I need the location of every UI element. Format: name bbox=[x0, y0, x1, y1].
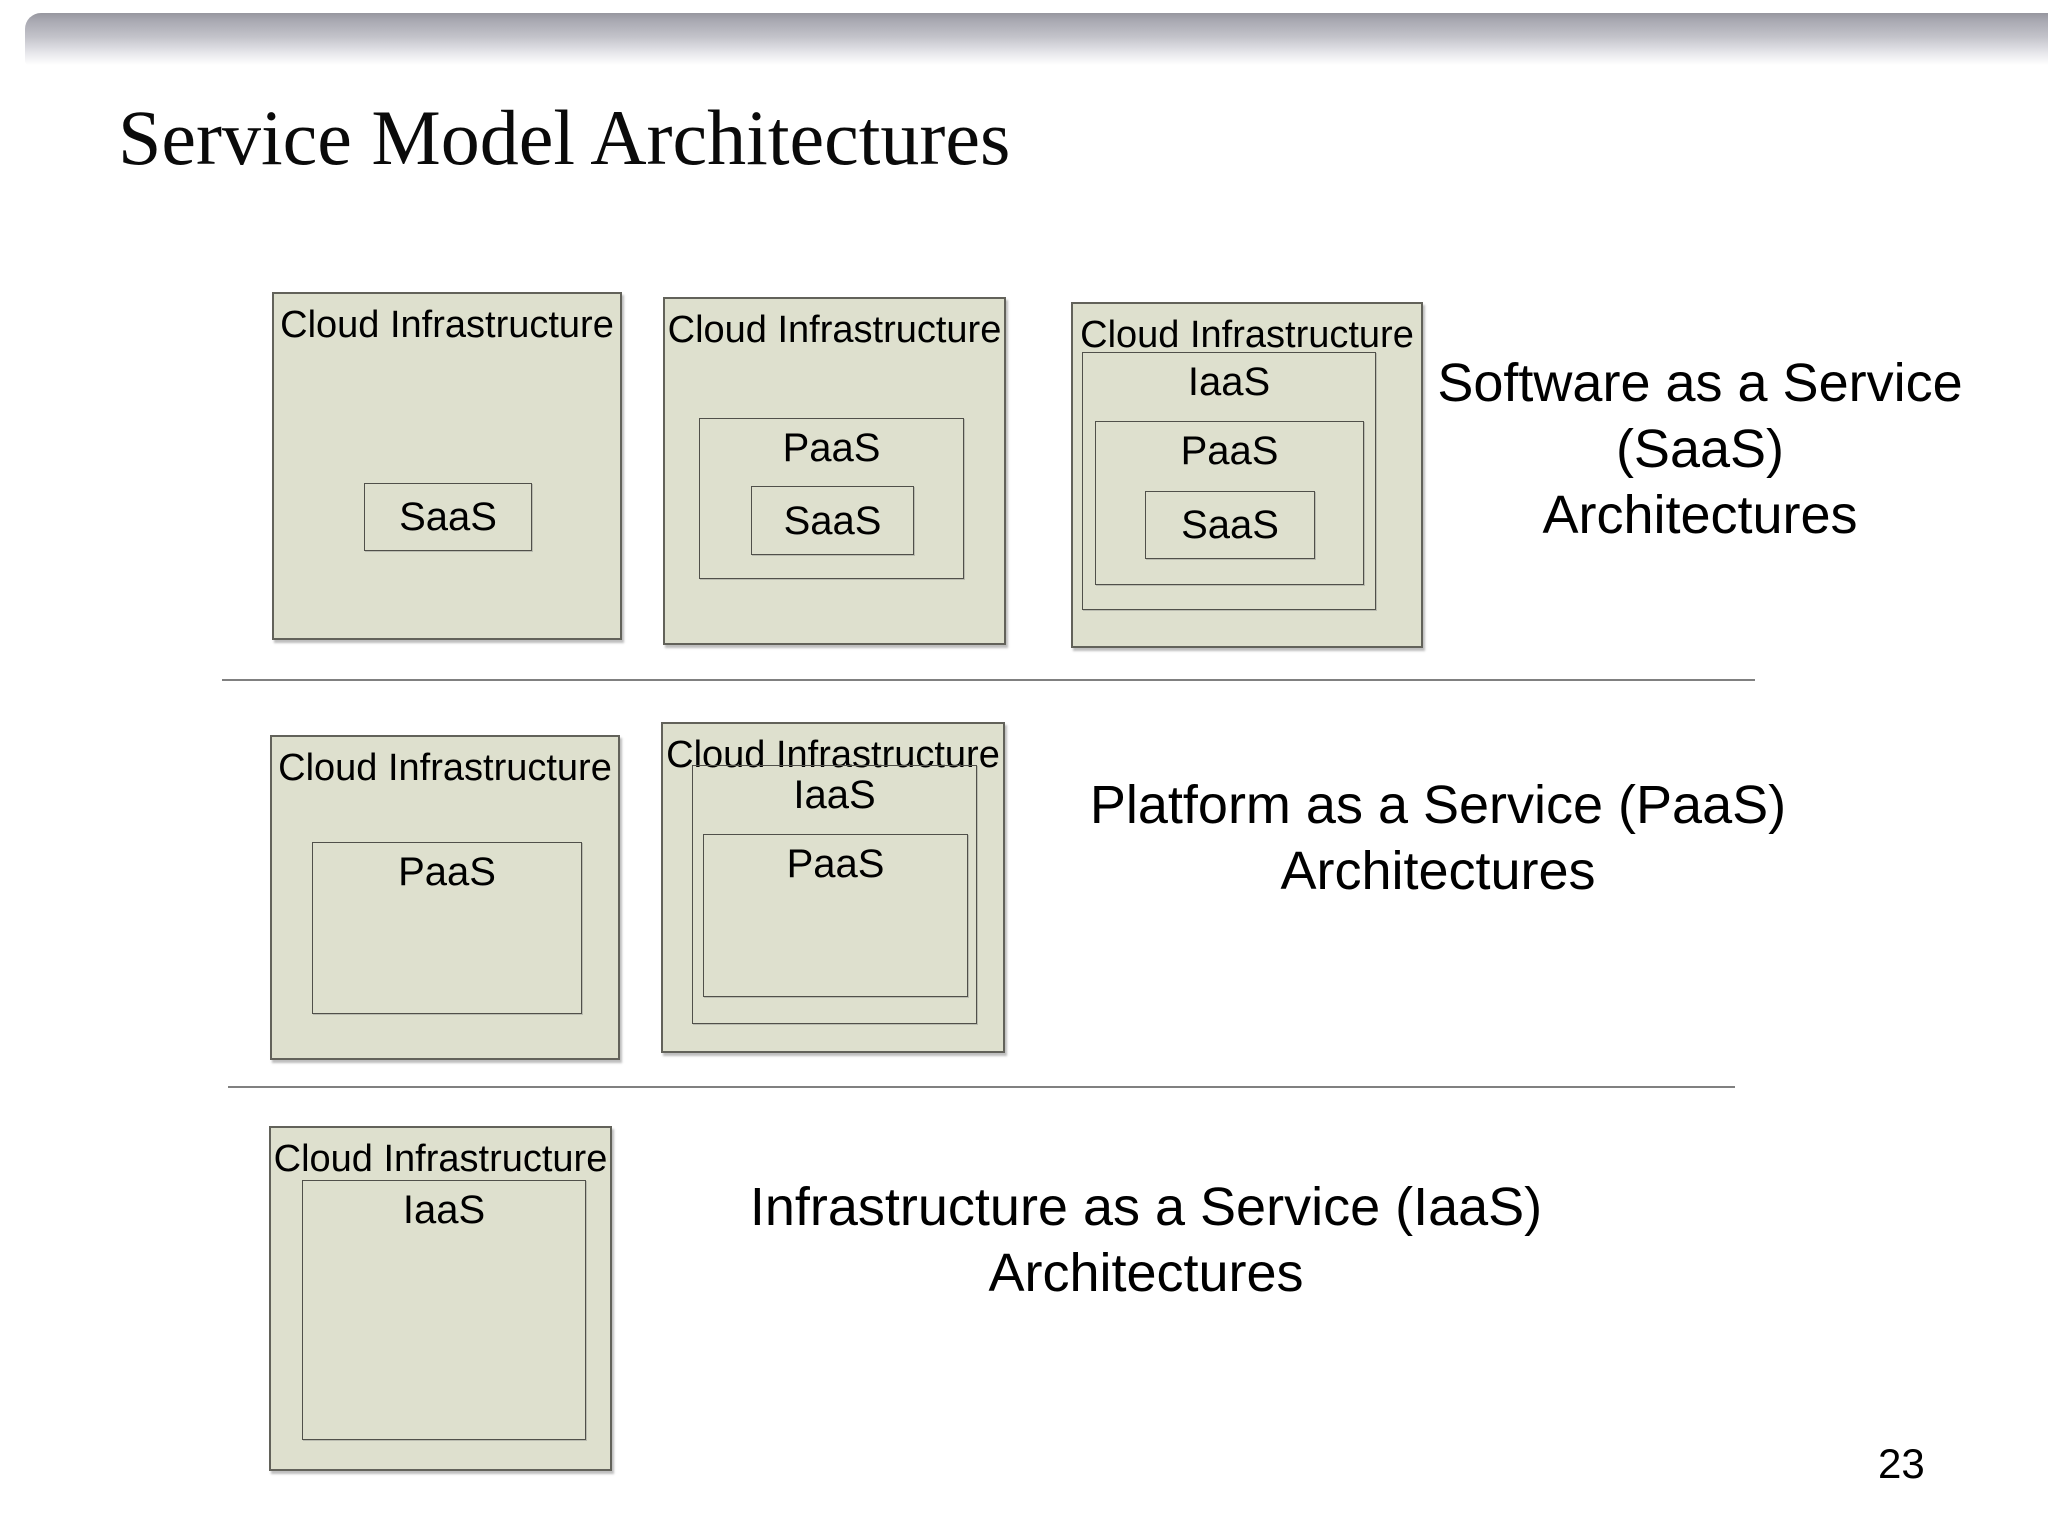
iaas-box: IaaS PaaS bbox=[692, 765, 977, 1024]
paas-box: PaaS SaaS bbox=[1095, 421, 1364, 585]
cloud-infrastructure-box: Cloud Infrastructure IaaS PaaS SaaS bbox=[1071, 302, 1423, 648]
saas-box: SaaS bbox=[1145, 491, 1315, 559]
saas-architectures-caption: Software as a Service (SaaS) Architectur… bbox=[1400, 350, 2000, 548]
cloud-infrastructure-box: Cloud Infrastructure IaaS bbox=[269, 1126, 612, 1471]
cloud-infrastructure-box: Cloud Infrastructure PaaS bbox=[270, 735, 620, 1060]
cloud-infrastructure-label: Cloud Infrastructure bbox=[280, 304, 614, 346]
iaas-label: IaaS bbox=[1187, 360, 1271, 404]
page-number: 23 bbox=[1878, 1440, 1925, 1487]
caption-line: Architectures bbox=[988, 1243, 1304, 1303]
caption-line: Software as a Service bbox=[1437, 353, 1963, 413]
paas-box: PaaS bbox=[312, 842, 582, 1014]
cloud-infrastructure-label: Cloud Infrastructure bbox=[667, 309, 1002, 351]
iaas-box: IaaS bbox=[302, 1180, 586, 1440]
saas-label: SaaS bbox=[783, 498, 882, 543]
caption-line: Architectures bbox=[1542, 485, 1858, 545]
paas-label: PaaS bbox=[786, 842, 885, 886]
saas-box: SaaS bbox=[751, 486, 914, 555]
saas-label: SaaS bbox=[1181, 503, 1279, 547]
caption-line: Infrastructure as a Service (IaaS) bbox=[749, 1177, 1543, 1237]
section-divider bbox=[222, 679, 1755, 681]
slide-title: Service Model Architectures bbox=[118, 94, 1011, 181]
paas-label: PaaS bbox=[782, 426, 881, 470]
paas-box: PaaS SaaS bbox=[699, 418, 964, 579]
iaas-label: IaaS bbox=[402, 1188, 486, 1232]
cloud-infrastructure-label: Cloud Infrastructure bbox=[666, 734, 1000, 776]
caption-line: Architectures bbox=[1280, 841, 1596, 901]
iaas-label: IaaS bbox=[793, 773, 876, 817]
iaas-architectures-caption: Infrastructure as a Service (IaaS) Archi… bbox=[746, 1174, 1546, 1306]
paas-architectures-caption: Platform as a Service (PaaS) Architectur… bbox=[1078, 772, 1798, 904]
cloud-infrastructure-label: Cloud Infrastructure bbox=[273, 1138, 608, 1180]
iaas-box: IaaS PaaS SaaS bbox=[1082, 352, 1376, 610]
caption-line: (SaaS) bbox=[1615, 419, 1785, 479]
cloud-infrastructure-box: Cloud Infrastructure PaaS SaaS bbox=[663, 297, 1006, 645]
paas-label: PaaS bbox=[1180, 429, 1279, 473]
cloud-infrastructure-box: Cloud Infrastructure SaaS bbox=[272, 292, 622, 640]
cloud-infrastructure-label: Cloud Infrastructure bbox=[1080, 314, 1414, 356]
top-accent-bar bbox=[25, 13, 2048, 65]
section-divider bbox=[228, 1086, 1735, 1088]
cloud-infrastructure-label: Cloud Infrastructure bbox=[278, 747, 612, 789]
paas-label: PaaS bbox=[398, 850, 496, 894]
saas-label: SaaS bbox=[399, 495, 497, 539]
caption-line: Platform as a Service (PaaS) bbox=[1089, 775, 1787, 835]
saas-box: SaaS bbox=[364, 483, 532, 551]
paas-box: PaaS bbox=[703, 834, 968, 997]
cloud-infrastructure-box: Cloud Infrastructure IaaS PaaS bbox=[661, 722, 1005, 1053]
